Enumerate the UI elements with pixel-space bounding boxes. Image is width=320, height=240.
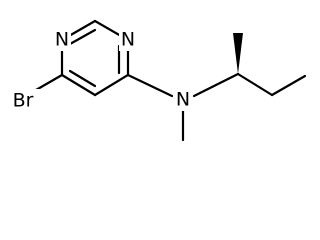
bond-c6-br bbox=[34, 73, 64, 92]
atom-label-n-ring-top: N bbox=[55, 29, 69, 51]
bond-ch2-ch3 bbox=[270, 74, 307, 97]
bond-c4-n-amine bbox=[126, 73, 174, 98]
bond-c4-c5 bbox=[93, 73, 130, 97]
bond-c5-c6-inner bbox=[68, 69, 97, 88]
atom-label-n-amine: N bbox=[176, 89, 190, 111]
bond-n1-c2-inner bbox=[68, 28, 97, 46]
atom-label-bromine: Br bbox=[13, 90, 34, 112]
molecule-structure-diagram: N N Br N bbox=[12, 19, 307, 142]
bond-ch-ch2 bbox=[236, 72, 274, 97]
atom-label-n-ring-right: N bbox=[121, 29, 135, 51]
bond-c5-c6 bbox=[60, 73, 97, 97]
wedge-bond-ch-methyl bbox=[233, 33, 243, 74]
bond-n-ch bbox=[192, 72, 240, 98]
